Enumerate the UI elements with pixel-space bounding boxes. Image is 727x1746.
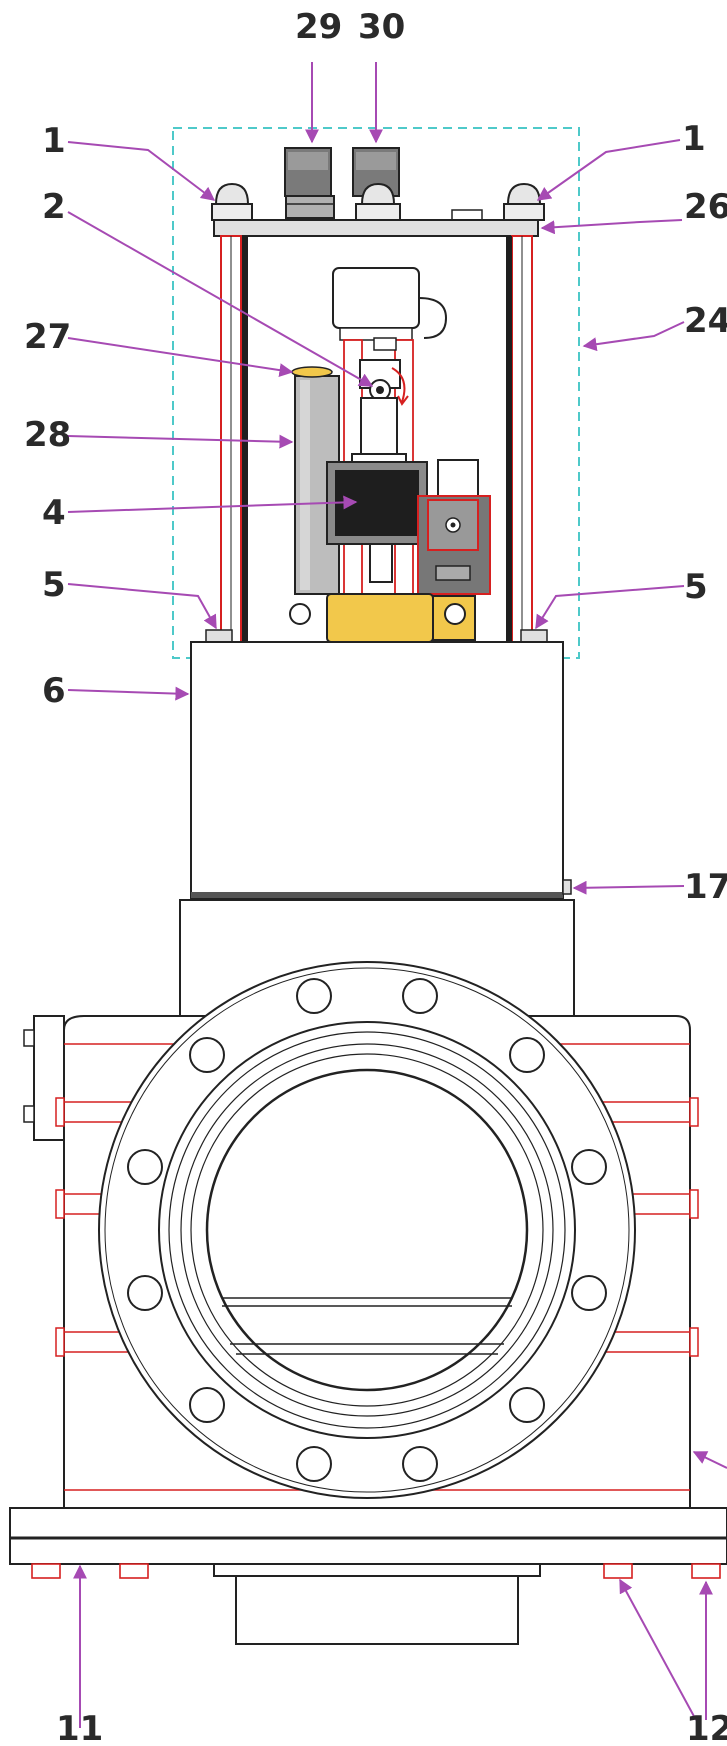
- leader-lines: [67, 62, 727, 1728]
- cylinder-port: [562, 879, 572, 895]
- acorn-nut-right: [503, 182, 545, 221]
- base-pad-right: [520, 629, 548, 643]
- top-small-block: [451, 209, 483, 221]
- label-1-right: 1: [682, 119, 706, 159]
- label-5-right: 5: [684, 567, 708, 607]
- label-6: 6: [42, 671, 66, 711]
- actuator-cylinder: [190, 641, 564, 899]
- label-28: 28: [24, 415, 71, 455]
- inner-post-right: [506, 236, 512, 642]
- acorn-nut-left: [211, 182, 253, 221]
- flange: [98, 961, 636, 1499]
- tie-rod-left: [220, 235, 242, 643]
- label-1-left: 1: [42, 121, 66, 161]
- label-30: 30: [358, 7, 405, 47]
- label-2: 2: [42, 187, 66, 227]
- label-24: 24: [684, 301, 727, 341]
- tie-rod-right: [511, 235, 533, 643]
- pressure-switch: [417, 459, 491, 595]
- base-plate-lower: [9, 1537, 727, 1565]
- inner-post-left: [242, 236, 248, 642]
- valve-stem: [360, 397, 398, 455]
- label-27: 27: [24, 317, 71, 357]
- bottom-collar: [213, 1563, 541, 1577]
- flange-bolt-holes: [127, 978, 607, 1482]
- label-17: 17: [684, 867, 727, 907]
- base-plate-upper: [9, 1507, 727, 1539]
- label-29: 29: [295, 7, 342, 47]
- base-pad-left: [205, 629, 233, 643]
- label-12: 12: [686, 1709, 727, 1746]
- bottom-housing: [235, 1575, 519, 1645]
- label-4: 4: [42, 493, 66, 533]
- top-plate: [213, 219, 539, 237]
- cylinder-band: [191, 892, 563, 898]
- label-5-left: 5: [42, 565, 66, 605]
- label-11: 11: [56, 1709, 103, 1746]
- connector-29: [284, 147, 335, 219]
- label-26: 26: [684, 187, 727, 227]
- brass-manifold: [289, 593, 476, 643]
